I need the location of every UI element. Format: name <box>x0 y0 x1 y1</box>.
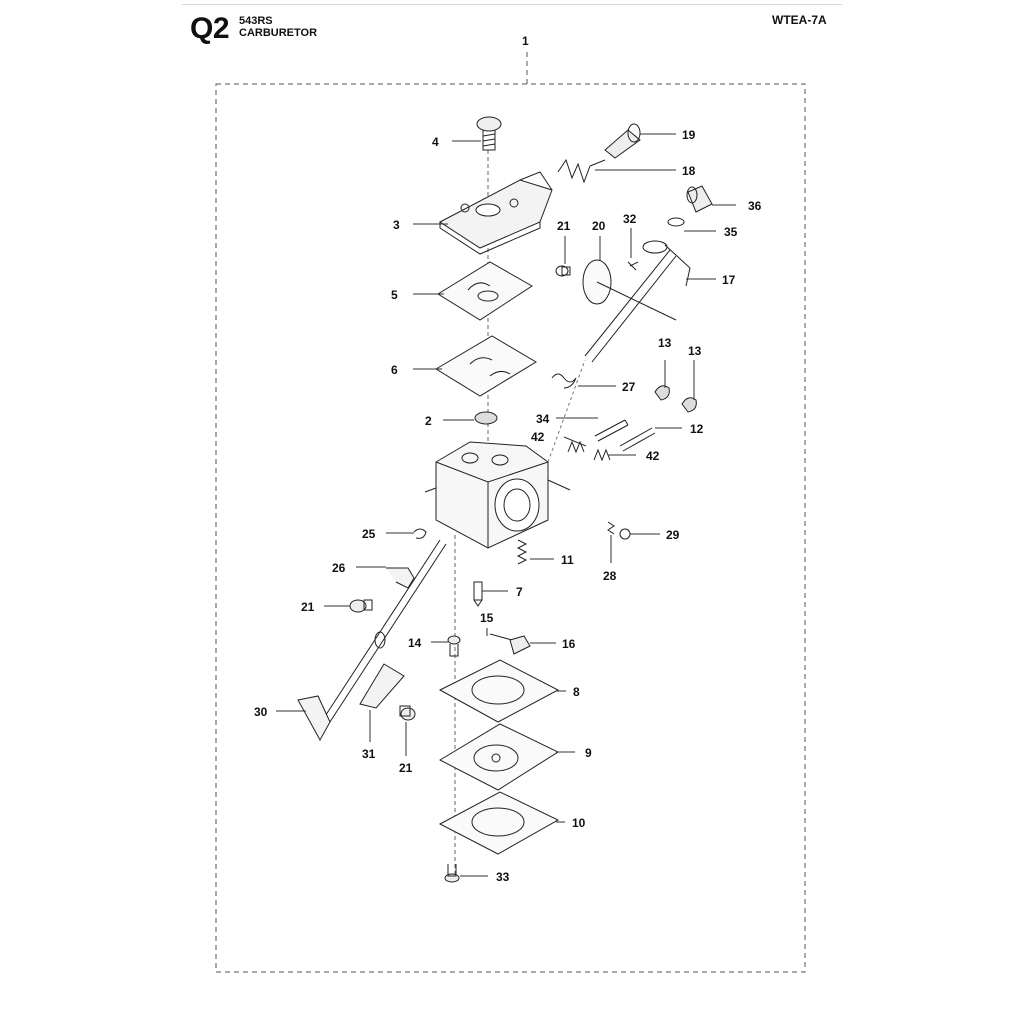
carburetor-body <box>424 441 571 549</box>
callout-18: 18 <box>682 164 696 178</box>
callout-42-left: 42 <box>531 430 545 444</box>
callout-34: 34 <box>536 412 550 426</box>
callout-labels: 1 4 3 18 19 5 6 2 21 20 32 36 35 17 27 1… <box>254 34 762 884</box>
callout-30: 30 <box>254 705 268 719</box>
callout-13-right: 13 <box>688 344 702 358</box>
leader-lines <box>276 133 736 877</box>
callout-9: 9 <box>585 746 592 760</box>
callout-21-top: 21 <box>557 219 571 233</box>
choke-valve-31-part <box>359 663 405 709</box>
cover-part <box>439 171 553 255</box>
callout-4: 4 <box>432 135 439 149</box>
callout-42-right: 42 <box>646 449 660 463</box>
callout-5: 5 <box>391 288 398 302</box>
callout-8: 8 <box>573 685 580 699</box>
pin-15-part <box>489 633 513 641</box>
spring-42-left-part <box>567 440 585 454</box>
plate-5-part <box>437 261 533 321</box>
screw-21-top-part <box>555 265 571 277</box>
callout-15: 15 <box>480 611 494 625</box>
spring-18-part <box>557 158 606 184</box>
callout-2: 2 <box>425 414 432 428</box>
callout-13-left: 13 <box>658 336 672 350</box>
model-and-title: 543RS CARBURETOR <box>239 15 317 39</box>
callout-1: 1 <box>522 34 529 48</box>
spring-42-right-part <box>593 448 611 462</box>
filter-2-part <box>474 411 498 425</box>
screw-14-part <box>447 635 461 657</box>
callout-6: 6 <box>391 363 398 377</box>
reference-code: WTEA-7A <box>772 13 827 27</box>
ball-29-part <box>619 528 631 540</box>
callout-11: 11 <box>561 553 574 567</box>
cap-13-left-part <box>654 385 670 401</box>
diaphragm-9-part <box>438 723 560 791</box>
knob-36-part <box>686 185 713 213</box>
callout-17: 17 <box>722 273 736 287</box>
callout-26: 26 <box>332 561 346 575</box>
page-title: CARBURETOR <box>239 27 318 39</box>
needle-12-part <box>619 427 656 452</box>
callout-27: 27 <box>622 380 636 394</box>
lever-26-part <box>386 567 415 589</box>
screw-32-part <box>627 261 639 271</box>
callout-7: 7 <box>516 585 523 599</box>
callout-14: 14 <box>408 636 422 650</box>
callout-3: 3 <box>393 218 400 232</box>
callout-21-bottom: 21 <box>399 761 413 775</box>
plate-6-part <box>435 335 537 397</box>
throttle-valve-guide <box>596 281 677 321</box>
screw-21-bottom-part <box>399 705 416 721</box>
screw-21-mid-part <box>349 599 373 613</box>
clip-25-part <box>413 528 427 539</box>
gasket-8-part <box>438 659 560 723</box>
callout-28: 28 <box>603 569 617 583</box>
spring-28-part <box>607 521 615 535</box>
lever-16-part <box>509 635 531 655</box>
bellows-19-part <box>604 123 641 159</box>
callout-21-mid: 21 <box>301 600 315 614</box>
callout-12: 12 <box>690 422 704 436</box>
callout-20: 20 <box>592 219 606 233</box>
torsion-spring-27-part <box>551 373 577 389</box>
callout-36: 36 <box>748 199 762 213</box>
callout-19: 19 <box>682 128 696 142</box>
cap-13-right-part <box>681 397 697 413</box>
section-code: Q2 <box>190 12 230 45</box>
callout-32: 32 <box>623 212 637 226</box>
throttle-shaft-17-part <box>584 240 691 363</box>
callout-35: 35 <box>724 225 738 239</box>
needle-34-part <box>594 419 629 442</box>
washer-35-part <box>667 217 685 227</box>
spring-11-part <box>516 539 528 565</box>
callout-31: 31 <box>362 747 376 761</box>
callout-10: 10 <box>572 816 586 830</box>
throttle-guide <box>547 359 586 463</box>
plate-10-part <box>438 791 560 855</box>
cover-screw-part <box>476 116 502 151</box>
callout-25: 25 <box>362 527 376 541</box>
choke-shaft-30-part <box>297 539 447 742</box>
callout-16: 16 <box>562 637 576 651</box>
screw-33-part <box>444 864 460 883</box>
callout-33: 33 <box>496 870 510 884</box>
needle-7-part <box>473 581 483 607</box>
model-name: 543RS <box>239 15 273 27</box>
header-rule <box>182 4 842 5</box>
callout-29: 29 <box>666 528 680 542</box>
